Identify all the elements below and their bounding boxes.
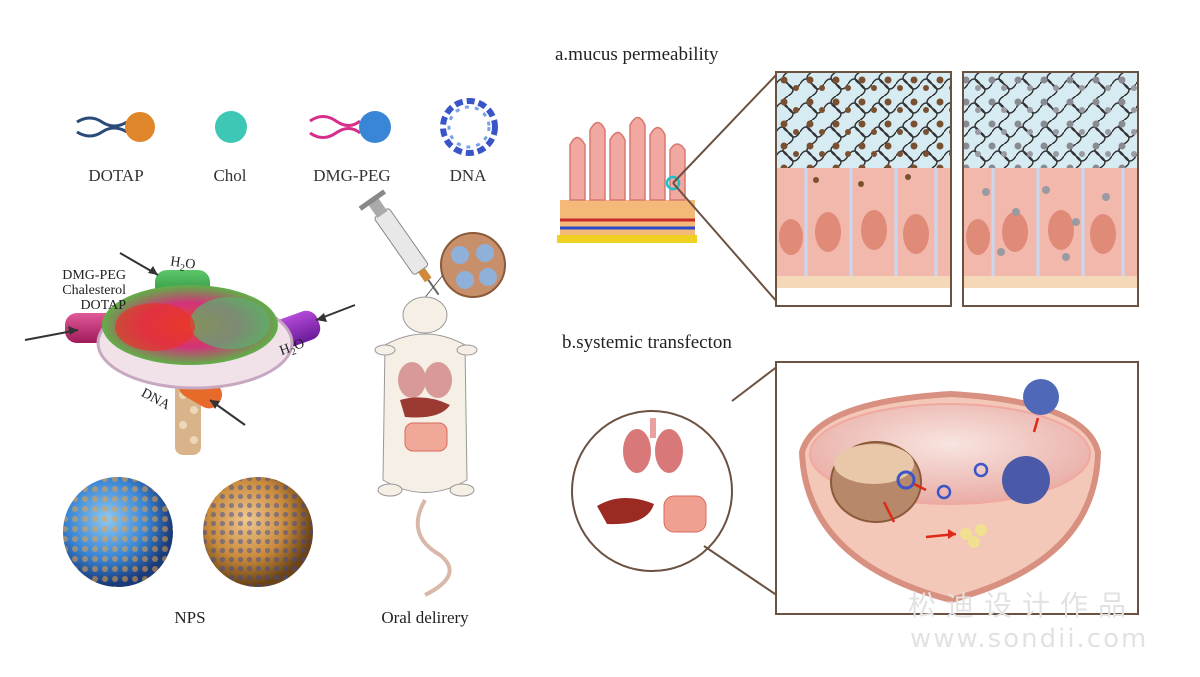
section-a-title: a.mucus permeability: [555, 44, 719, 65]
oral-caption: Oral delirery: [381, 608, 469, 627]
mixer-inputs-label: DMG-PEG Chalesterol DOTAP: [18, 268, 126, 313]
section-b-title: b.systemic transfecton: [562, 332, 732, 353]
nanoparticle-peg: [63, 477, 173, 587]
water-top-o: O: [184, 256, 197, 273]
legend-chol-label: Chol: [213, 166, 247, 185]
input-dmg-peg: DMG-PEG: [62, 268, 126, 283]
input-chalesterol: Chalesterol: [62, 283, 126, 298]
zoom-lines-a: [672, 72, 779, 304]
legend-dotap-label: DOTAP: [88, 166, 144, 185]
dotap-icon: [76, 112, 155, 142]
nps-caption: NPS: [174, 608, 206, 627]
legend-dna-label: DNA: [449, 166, 487, 185]
mucus-panel-left: [775, 71, 1139, 307]
input-dotap: DOTAP: [80, 298, 126, 313]
watermark-url: www.sondii.com: [910, 624, 1149, 654]
organs-circle: [571, 365, 779, 597]
dna-icon: [440, 98, 498, 156]
cell-panel: [775, 361, 1139, 615]
dmg-peg-icon: [309, 111, 391, 143]
chol-icon: [215, 111, 247, 143]
villi-illustration: [557, 116, 697, 243]
mixer-vortex: [24, 252, 356, 455]
watermark-cn: 松迪设计作品: [908, 589, 1137, 622]
water-top-label: H2O: [169, 254, 196, 275]
legend-dmg-peg-label: DMG-PEG: [313, 166, 391, 185]
mouse-illustration: [358, 189, 506, 597]
nanoparticle-core: [203, 477, 313, 587]
